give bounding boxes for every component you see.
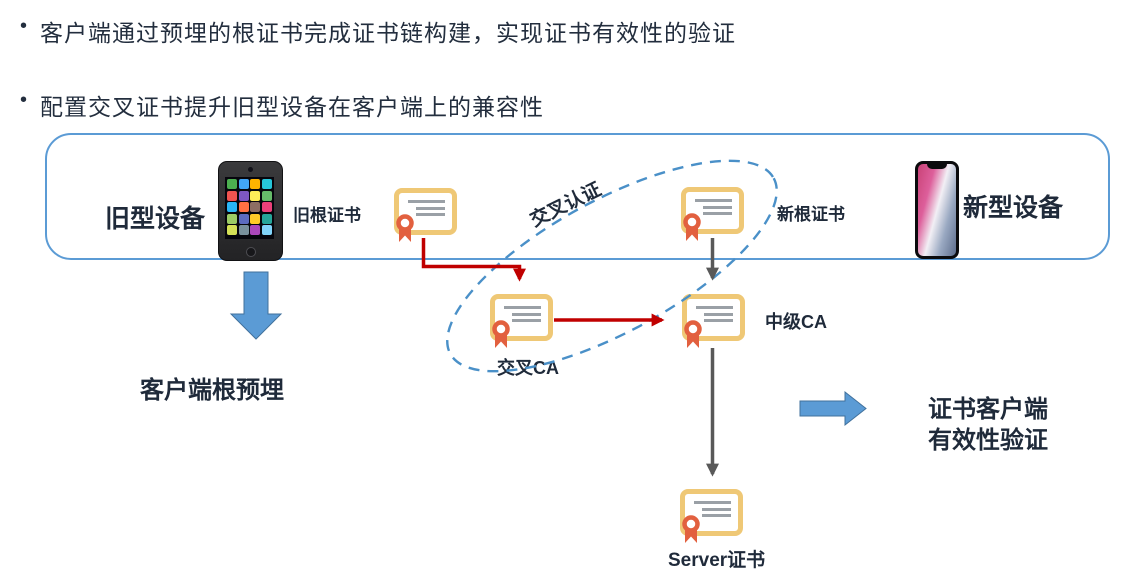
bullet-text-1: 客户端通过预埋的根证书完成证书链构建，实现证书有效性的验证 — [40, 20, 737, 46]
bullet-item-2: • 配置交叉证书提升旧型设备在客户端上的兼容性 — [20, 88, 544, 122]
cross-ca-certificate-icon — [490, 294, 553, 348]
phone-notch — [927, 164, 947, 169]
old-root-cert-label: 旧根证书 — [293, 206, 361, 225]
intermediate-ca-certificate-icon — [682, 294, 745, 348]
right-block-arrow-icon — [799, 390, 867, 427]
phone-wallpaper — [918, 164, 956, 256]
certificate-seal-icon — [492, 320, 510, 348]
client-validation-label: 证书客户端 有效性验证 — [928, 394, 1048, 456]
phone-camera-dot — [248, 167, 253, 172]
certificate-seal-icon — [682, 515, 700, 543]
server-certificate-icon — [680, 489, 743, 543]
old-device-label: 旧型设备 — [105, 205, 206, 233]
old-root-certificate-icon — [394, 188, 457, 242]
cross-ca-label: 交叉CA — [497, 358, 559, 378]
intermediate-ca-label: 中级CA — [765, 312, 827, 332]
client-validation-line2: 有效性验证 — [928, 427, 1048, 454]
bullet-text-2: 配置交叉证书提升旧型设备在客户端上的兼容性 — [40, 94, 545, 120]
iphone-x-icon — [915, 161, 959, 259]
bullet-item-1: • 客户端通过预埋的根证书完成证书链构建，实现证书有效性的验证 — [20, 14, 736, 48]
certificate-seal-icon — [684, 320, 702, 348]
client-root-preembed-label: 客户端根预埋 — [140, 377, 284, 404]
down-block-arrow-icon — [229, 271, 283, 340]
classic-iphone-icon — [218, 161, 283, 261]
new-root-cert-label: 新根证书 — [777, 205, 845, 224]
new-root-certificate-icon — [681, 187, 744, 241]
bullet-dot: • — [20, 15, 29, 37]
phone-app-grid — [225, 177, 274, 239]
phone-home-button — [245, 247, 256, 257]
certificate-seal-icon — [683, 213, 701, 241]
bullet-dot: • — [20, 89, 29, 111]
certificate-seal-icon — [396, 214, 414, 242]
server-cert-label: Server证书 — [668, 550, 766, 571]
client-validation-line1: 证书客户端 — [928, 396, 1048, 423]
new-device-label: 新型设备 — [963, 194, 1064, 222]
